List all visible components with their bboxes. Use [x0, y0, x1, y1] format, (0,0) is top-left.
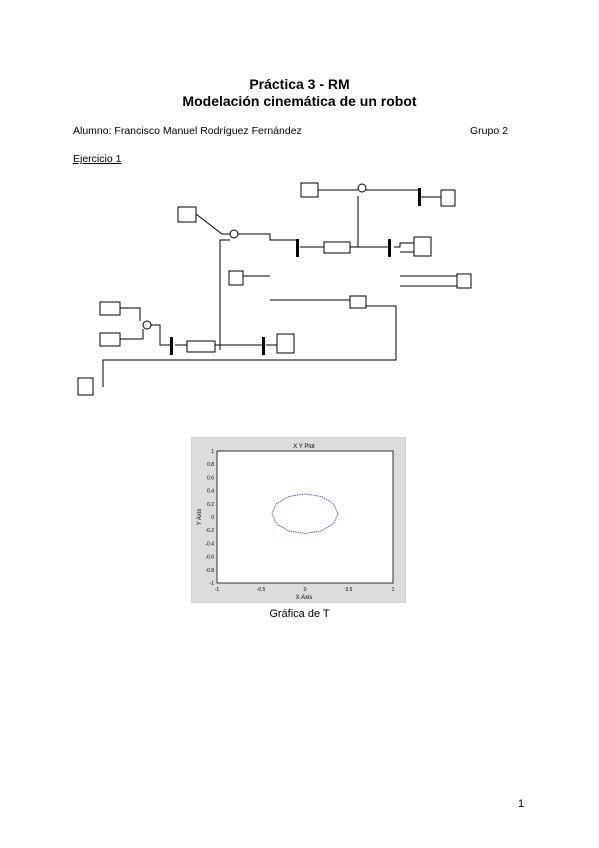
- scope-block: [276, 333, 295, 354]
- figure-caption: Gráfica de T: [269, 608, 330, 620]
- y-tick-label: 0.6: [207, 475, 214, 481]
- xy-graph-block: [456, 273, 472, 289]
- mux-block: [296, 239, 299, 257]
- scope-block: [440, 189, 456, 207]
- x-tick-label: -0.5: [257, 587, 266, 593]
- xy-plot-figure: X Y Plot X Axis Y Axis -1 -0.5 0 0.5 1 1 0.8 0…: [191, 437, 406, 603]
- y-tick-label: -0.2: [205, 528, 214, 534]
- constant-block: [99, 301, 121, 316]
- y-tick-label: 0.8: [207, 462, 214, 468]
- constant-block: [300, 182, 319, 198]
- constant-block: [177, 206, 197, 223]
- section-heading: Ejercicio 1: [73, 153, 122, 165]
- subsystem-block: [323, 241, 351, 254]
- student-name: Alumno: Francisco Manuel Rodríguez Ferná…: [73, 125, 302, 137]
- y-tick-label: -1: [210, 581, 215, 587]
- ramp-block: [228, 270, 244, 286]
- scope-block: [413, 236, 432, 257]
- mux-block: [262, 337, 265, 355]
- plot-area: [216, 450, 394, 584]
- plot-title: X Y Plot: [293, 444, 315, 450]
- page-number: 1: [518, 798, 525, 810]
- x-tick-label: 0: [304, 587, 307, 593]
- series-line: [271, 493, 339, 534]
- doc-subtitle: Modelación cinemática de un robot: [182, 93, 417, 109]
- x-tick-label: 1: [392, 587, 395, 593]
- y-tick-label: -0.6: [205, 555, 214, 561]
- group-label: Grupo 2: [470, 125, 508, 137]
- mux-block: [170, 337, 173, 355]
- x-tick-label: 0.5: [346, 587, 353, 593]
- y-tick-label: 0: [211, 515, 214, 521]
- doc-title: Práctica 3 - RM: [249, 76, 350, 92]
- constant-block: [99, 332, 121, 347]
- x-tick-label: -1: [215, 587, 220, 593]
- sum-block: [357, 183, 367, 193]
- subsystem-block: [186, 340, 216, 353]
- sum-block: [229, 229, 239, 239]
- sum-block: [142, 320, 152, 330]
- display-block: [349, 295, 367, 309]
- mux-block: [388, 239, 391, 257]
- y-tick-label: -0.8: [205, 568, 214, 574]
- plot-xlabel: X Axis: [296, 595, 313, 601]
- mux-block: [418, 188, 421, 206]
- y-tick-label: -0.4: [205, 541, 214, 547]
- plot-ylabel: Y Axis: [197, 509, 203, 526]
- y-tick-label: 0.4: [207, 489, 214, 495]
- y-tick-label: 0.2: [207, 502, 214, 508]
- ramp-block: [77, 377, 94, 396]
- y-tick-label: 1: [211, 449, 214, 455]
